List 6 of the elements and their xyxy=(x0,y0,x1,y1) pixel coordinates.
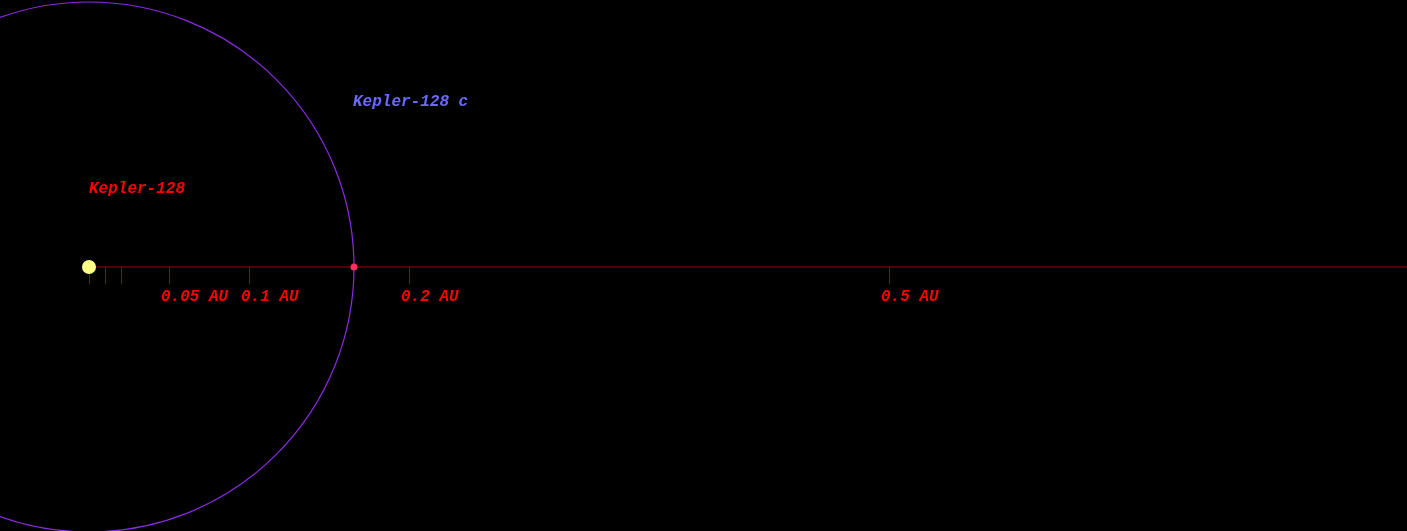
scale-label: 0.1 AU xyxy=(241,288,299,306)
scale-label: 0.5 AU xyxy=(881,288,939,306)
planet-name: Kepler-128 c xyxy=(353,93,469,111)
scale-label: 0.05 AU xyxy=(161,288,229,306)
star-name: Kepler-128 xyxy=(89,180,185,198)
scale-label: 0.2 AU xyxy=(401,288,459,306)
